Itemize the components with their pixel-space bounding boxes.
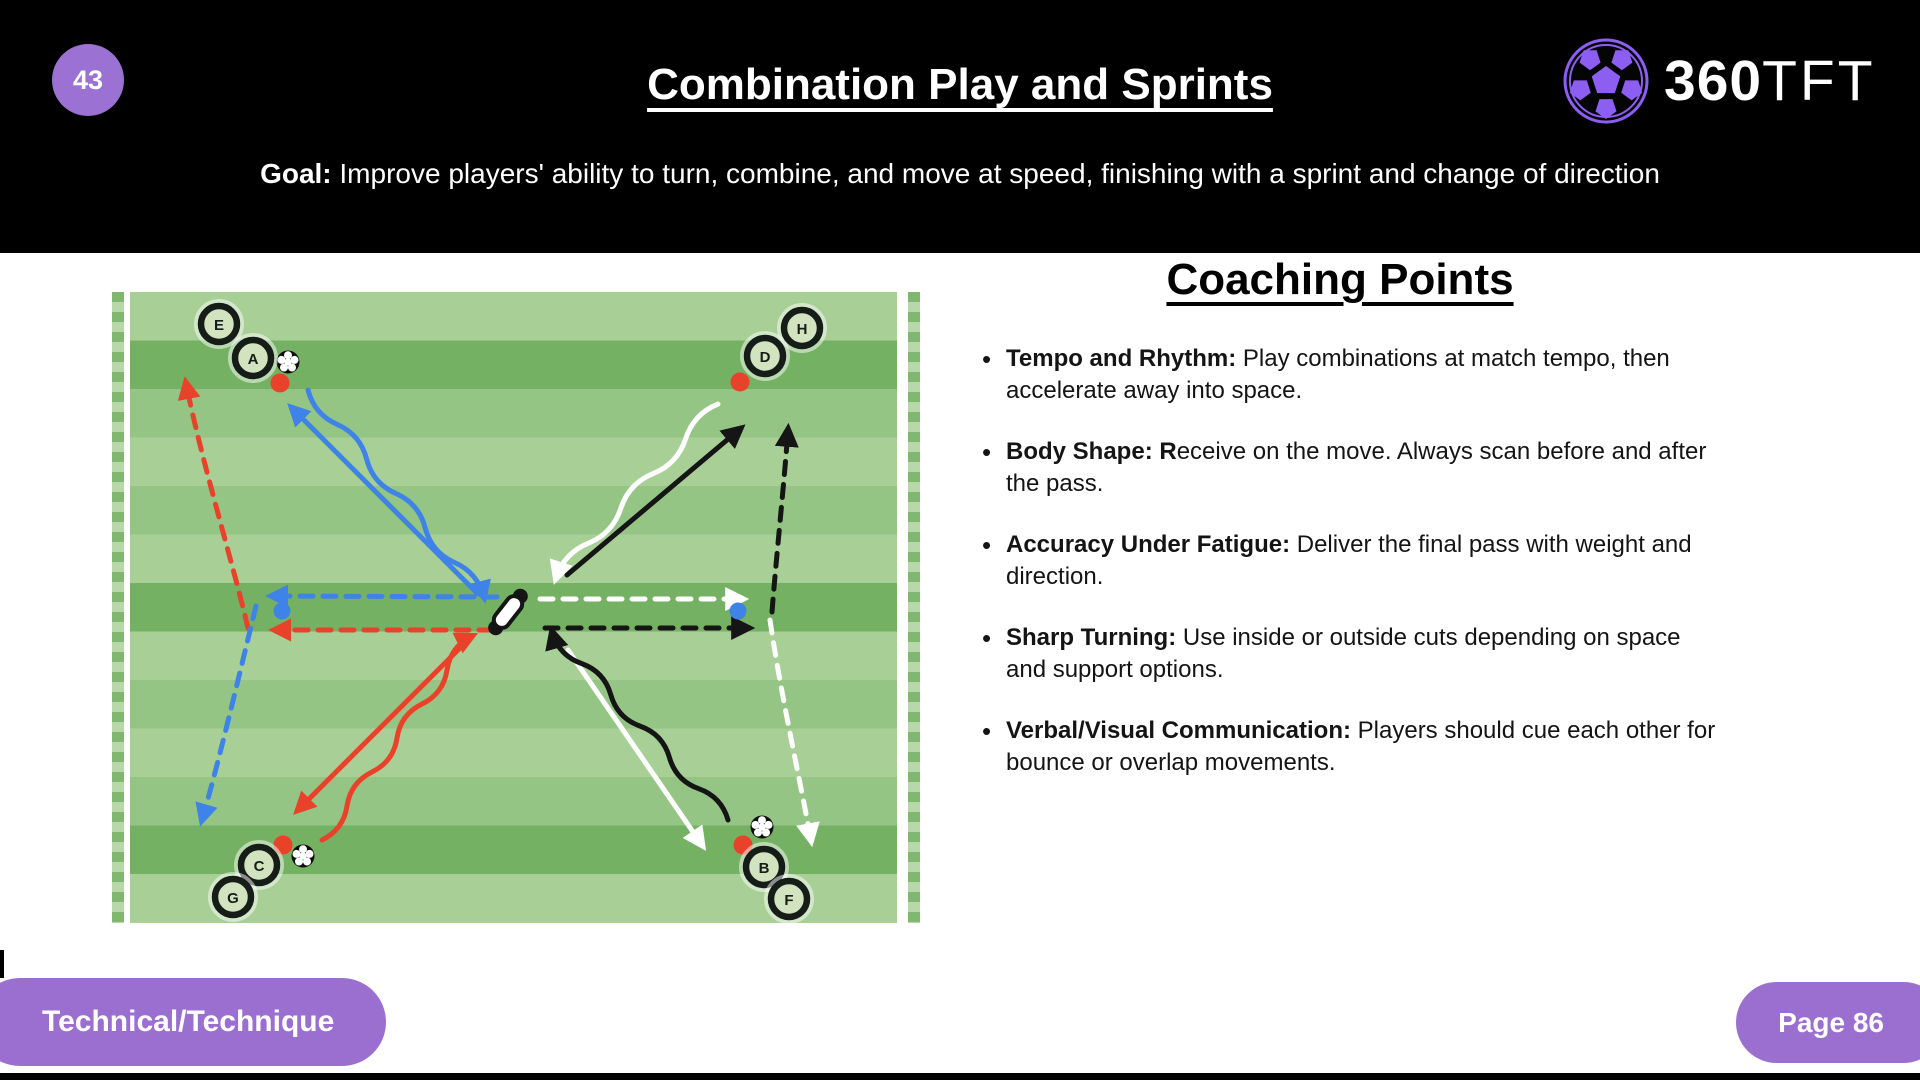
- blue-marker-dots: [273, 602, 747, 620]
- player-A: A: [228, 333, 278, 383]
- list-item: Body Shape: Receive on the move. Always …: [982, 436, 1727, 500]
- coaching-points-panel: Coaching Points Tempo and Rhythm: Play c…: [940, 255, 1740, 808]
- right-boundary-strip: [897, 292, 920, 923]
- pitch-svg: E A H D C G B F: [112, 292, 920, 924]
- run-arrow-blue-left: [265, 584, 500, 608]
- player-E: E: [194, 299, 244, 349]
- page-number-pill: Page 86: [1736, 982, 1920, 1063]
- pass-arrow-red: [293, 637, 471, 815]
- goal-label: Goal:: [260, 158, 332, 189]
- ball-near-C: [291, 844, 315, 868]
- goal-text: Improve players' ability to turn, combin…: [331, 158, 1660, 189]
- ball-near-A: [276, 350, 300, 374]
- run-arrow-black-up: [769, 422, 799, 615]
- list-item: Tempo and Rhythm: Play combinations at m…: [982, 343, 1727, 407]
- player-D: D: [740, 331, 790, 381]
- mannequin-icon: [488, 588, 528, 636]
- player-H: H: [777, 303, 827, 353]
- drill-number-badge: 43: [52, 44, 124, 116]
- goal-line: Goal: Improve players' ability to turn, …: [20, 158, 1900, 190]
- run-arrow-red-upleft: [177, 376, 251, 631]
- ball-near-B: [750, 815, 774, 839]
- svg-text:D: D: [760, 349, 771, 366]
- brand-wordmark: 360TFT: [1664, 39, 1876, 123]
- soccer-ball-logo-icon: [1563, 38, 1649, 124]
- pass-arrow-blue: [287, 403, 481, 597]
- brand-tft: TFT: [1762, 49, 1876, 113]
- run-arrow-blue-down: [195, 603, 259, 827]
- player-B: B: [739, 842, 789, 892]
- coaching-points-list: Tempo and Rhythm: Play combinations at m…: [982, 343, 1727, 779]
- brand-logo: 360TFT: [1562, 36, 1902, 126]
- pass-arrow-white: [565, 647, 707, 851]
- svg-text:G: G: [227, 890, 239, 907]
- svg-text:H: H: [797, 321, 808, 338]
- player-G: G: [208, 872, 258, 922]
- player-C: C: [234, 840, 284, 890]
- drill-diagram: E A H D C G B F: [95, 285, 930, 930]
- category-pill: Technical/Technique: [0, 978, 387, 1066]
- coaching-points-heading: Coaching Points: [1166, 255, 1514, 304]
- list-item: Sharp Turning: Use inside or outside cut…: [982, 622, 1727, 686]
- svg-text:E: E: [214, 317, 224, 334]
- svg-text:A: A: [248, 351, 259, 368]
- player-F: F: [764, 874, 814, 924]
- svg-text:B: B: [759, 860, 770, 877]
- svg-text:F: F: [784, 892, 793, 909]
- drill-number: 43: [72, 64, 104, 95]
- dribble-arrow-red: [319, 632, 479, 843]
- brand-360: 360: [1664, 49, 1763, 113]
- list-item: Verbal/Visual Communication: Players sho…: [982, 715, 1727, 779]
- svg-text:C: C: [254, 858, 265, 875]
- dribble-arrow-black: [545, 625, 731, 823]
- list-item: Accuracy Under Fatigue: Deliver the fina…: [982, 529, 1727, 593]
- page-title: Combination Play and Sprints: [647, 60, 1273, 109]
- dribble-arrow-white: [549, 401, 721, 585]
- dribble-arrow-blue: [305, 387, 491, 604]
- run-arrow-white-down: [767, 617, 820, 848]
- page-edge-mark: [0, 950, 4, 978]
- header-bar: 43 Combination Play and Sprints Goal: Im…: [0, 0, 1920, 253]
- pass-arrow-black: [564, 424, 746, 578]
- bottom-bar: [0, 1073, 1920, 1080]
- left-boundary-strip: [112, 292, 130, 923]
